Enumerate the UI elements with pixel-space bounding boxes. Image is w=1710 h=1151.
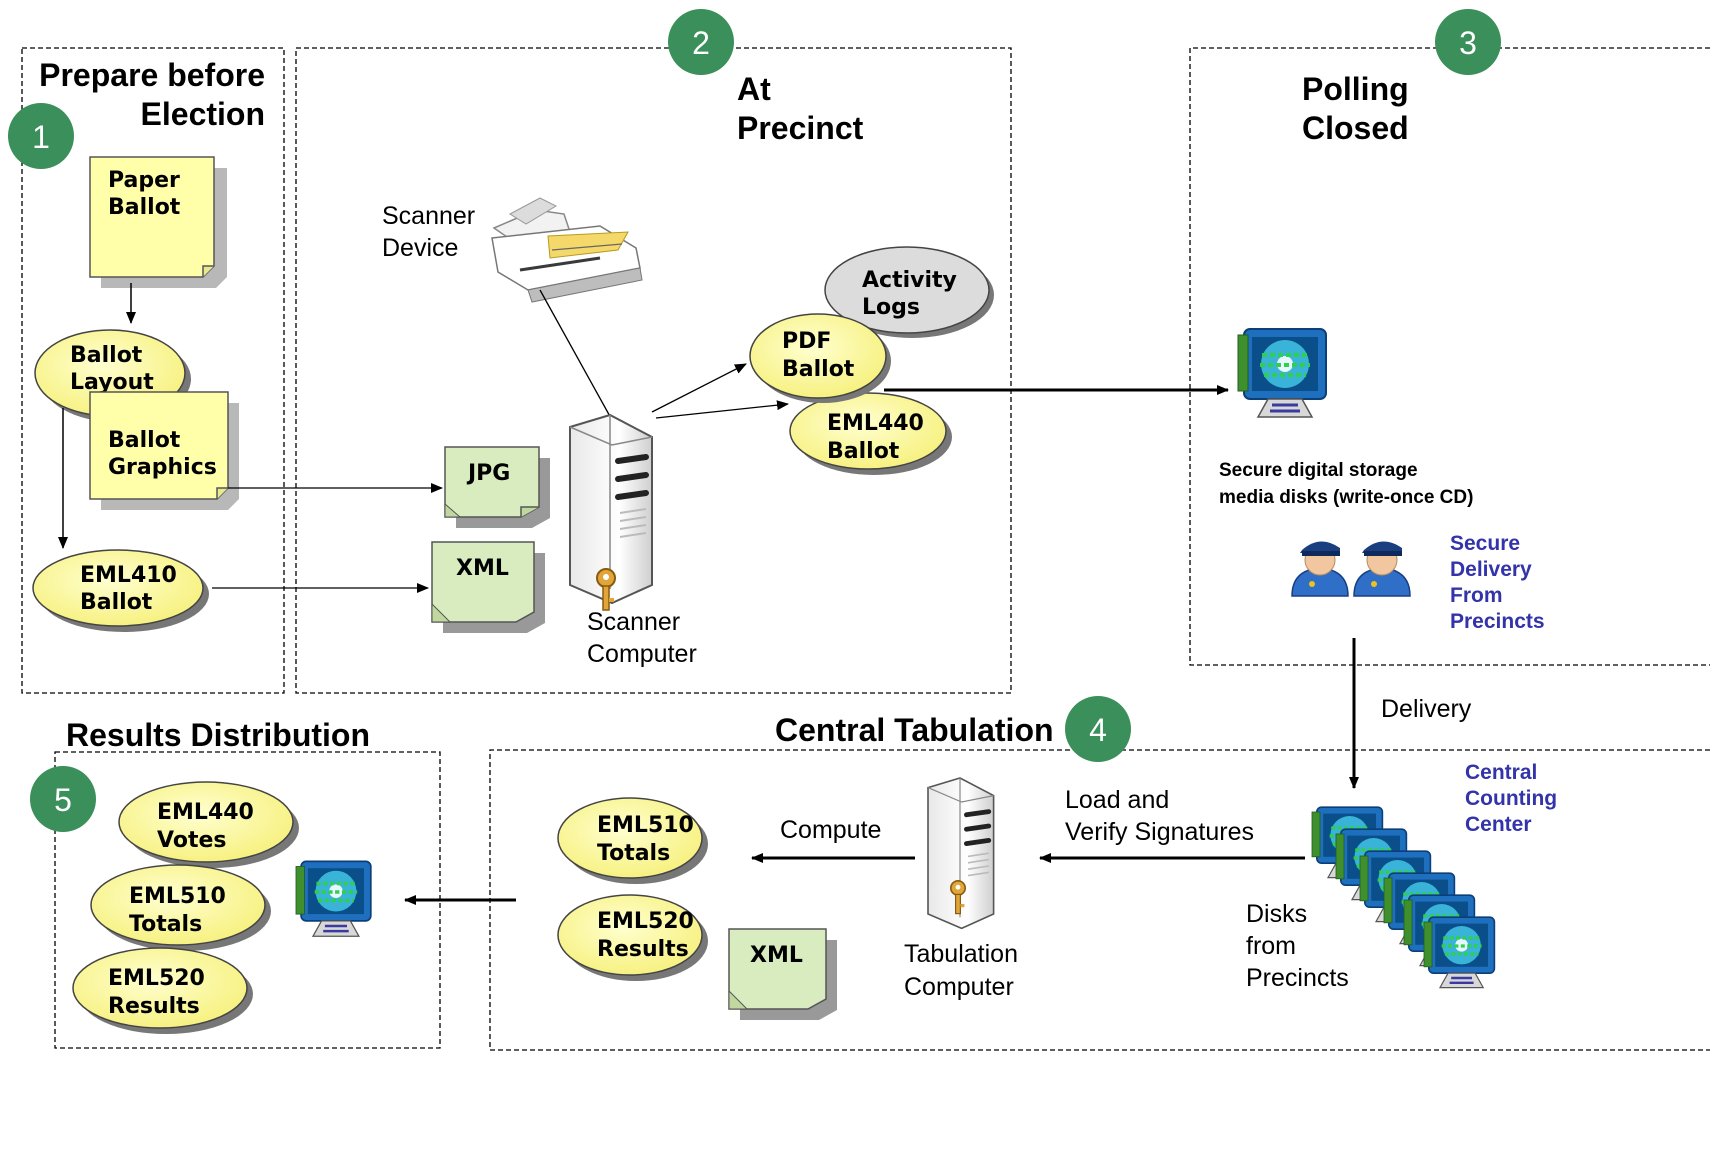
title-prepare-line2: Election xyxy=(141,96,265,132)
scanner-computer-label-2: Computer xyxy=(587,640,697,668)
scanner-device-label-1: Scanner xyxy=(382,202,475,230)
title-prepare-line1: Prepare before xyxy=(39,57,265,93)
svg-text:EML410: EML410 xyxy=(80,563,177,588)
svg-text:EML520: EML520 xyxy=(597,909,694,934)
title-tabulation: Central Tabulation xyxy=(775,712,1054,748)
printer-icon xyxy=(491,197,643,303)
xml-tabulation-note: XML xyxy=(728,928,837,1020)
svg-text:Ballot: Ballot xyxy=(827,439,900,464)
svg-text:EML440: EML440 xyxy=(157,800,254,825)
title-polling-line1: Polling xyxy=(1302,71,1409,107)
arrow-computer-to-eml440 xyxy=(655,400,789,419)
tabulation-computer-label-1: Tabulation xyxy=(904,940,1018,968)
badge-3: 3 xyxy=(1435,9,1501,75)
svg-text:Logs: Logs xyxy=(862,295,920,320)
central-counting-label-1: Central xyxy=(1465,761,1537,784)
arrow-computer-to-pdf xyxy=(651,363,747,413)
ballot-graphics-note: Ballot Graphics xyxy=(89,391,239,510)
eml440-ballot-ellipse: EML440 Ballot xyxy=(789,392,952,475)
central-counting-label-2: Counting xyxy=(1465,787,1557,810)
scanner-device-label-2: Device xyxy=(382,234,458,262)
scanner-computer-label-1: Scanner xyxy=(587,608,680,636)
svg-text:1: 1 xyxy=(32,119,50,155)
svg-text:XML: XML xyxy=(456,556,509,581)
compute-label: Compute xyxy=(780,816,881,844)
eml410-ballot-ellipse: EML410 Ballot xyxy=(32,549,209,632)
delivery-label: Delivery xyxy=(1381,695,1472,723)
pdf-ballot-ellipse: PDF Ballot xyxy=(749,313,891,403)
badge-4: 4 xyxy=(1065,696,1131,762)
svg-text:Votes: Votes xyxy=(157,828,226,853)
central-counting-label-3: Center xyxy=(1465,813,1532,836)
paper-ballot-note: Paper Ballot xyxy=(89,156,227,288)
frame-precinct xyxy=(295,47,1012,694)
secure-delivery-label-2: Delivery xyxy=(1450,558,1532,581)
svg-text:Layout: Layout xyxy=(70,370,154,395)
svg-text:EML510: EML510 xyxy=(129,884,226,909)
secure-delivery-label-1: Secure xyxy=(1450,532,1520,555)
disks-label-1: Disks xyxy=(1246,900,1307,928)
svg-text:Ballot: Ballot xyxy=(782,357,855,382)
svg-text:Results: Results xyxy=(597,937,689,962)
results-eml440-ellipse: EML440 Votes xyxy=(118,781,299,868)
svg-text:JPG: JPG xyxy=(466,461,510,486)
results-storage-icon xyxy=(294,859,373,938)
secure-storage-label-1: Secure digital storage xyxy=(1219,460,1418,481)
xml-precinct-note: XML xyxy=(431,541,545,633)
title-results: Results Distribution xyxy=(66,717,370,753)
svg-text:Ballot: Ballot xyxy=(108,195,181,220)
svg-text:PDF: PDF xyxy=(782,329,831,354)
officers-icon xyxy=(1291,540,1411,597)
svg-text:Graphics: Graphics xyxy=(108,455,217,480)
results-eml510-ellipse: EML510 Totals xyxy=(90,864,271,951)
eml520-results-ellipse: EML520 Results xyxy=(557,894,708,981)
line-scanner-device-to-computer xyxy=(539,289,613,421)
load-verify-label-2: Verify Signatures xyxy=(1065,818,1254,846)
svg-text:5: 5 xyxy=(54,782,72,818)
secure-delivery-label-4: Precincts xyxy=(1450,610,1545,633)
svg-text:EML510: EML510 xyxy=(597,813,694,838)
svg-text:Ballot: Ballot xyxy=(108,428,181,453)
svg-text:Paper: Paper xyxy=(108,168,180,193)
title-precinct-line1: At xyxy=(737,71,771,107)
activity-logs-ellipse: Activity Logs xyxy=(824,246,994,338)
svg-text:3: 3 xyxy=(1459,25,1477,61)
tabulation-computer-label-2: Computer xyxy=(904,973,1014,1001)
secure-storage-icon xyxy=(1236,327,1328,419)
svg-text:Totals: Totals xyxy=(597,841,670,866)
svg-text:Ballot: Ballot xyxy=(80,590,153,615)
title-precinct-line2: Precinct xyxy=(737,110,864,146)
secure-storage-label-2: media disks (write-once CD) xyxy=(1219,487,1473,508)
disks-label-2: from xyxy=(1246,932,1296,960)
badge-1: 1 xyxy=(8,103,74,169)
svg-text:EML440: EML440 xyxy=(827,411,924,436)
svg-text:Ballot: Ballot xyxy=(70,343,143,368)
badge-5: 5 xyxy=(30,766,96,832)
load-verify-label-1: Load and xyxy=(1065,786,1169,814)
eml510-totals-ellipse: EML510 Totals xyxy=(557,797,708,884)
svg-text:4: 4 xyxy=(1089,712,1107,748)
frame-prepare xyxy=(21,47,285,694)
badge-2: 2 xyxy=(668,9,734,75)
svg-text:2: 2 xyxy=(692,25,710,61)
secure-delivery-label-3: From xyxy=(1450,584,1503,607)
title-polling-line2: Closed xyxy=(1302,110,1409,146)
svg-text:XML: XML xyxy=(750,943,803,968)
jpg-note: JPG xyxy=(444,446,550,528)
svg-text:Totals: Totals xyxy=(129,912,202,937)
svg-text:Results: Results xyxy=(108,994,200,1019)
svg-text:EML520: EML520 xyxy=(108,966,205,991)
disks-label-3: Precincts xyxy=(1246,964,1349,992)
results-eml520-ellipse: EML520 Results xyxy=(72,947,253,1034)
svg-text:Activity: Activity xyxy=(862,268,957,293)
